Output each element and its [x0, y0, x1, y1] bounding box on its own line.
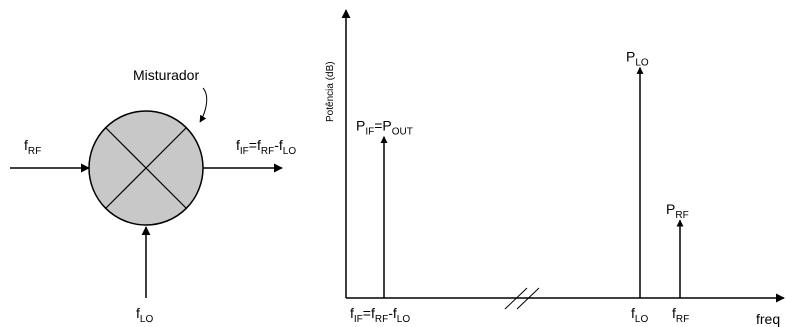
axis-break-mark-2: [516, 287, 540, 310]
y-axis-label: Potência (dB): [325, 61, 336, 122]
mixer-block: Misturador fRF fLO fIF=fRF-fLO: [10, 67, 296, 325]
mixer-label: Misturador: [133, 67, 199, 83]
lo-input-label: fLO: [136, 305, 153, 325]
x-axis-label: freq: [756, 311, 780, 327]
spectrum-plot: Potência (dB) freq PIF=POUT fIF=fRF-fLO PL…: [325, 9, 785, 327]
peak-label-rf: PRF: [666, 201, 689, 221]
mixer-cross-line-2: [105, 127, 187, 209]
peak-label-if: PIF=POUT: [356, 118, 413, 138]
peak-label-lo: PLO: [626, 49, 649, 69]
freq-label-rf: fRF: [672, 305, 689, 325]
axis-break-mark-1: [504, 287, 528, 310]
spectral-lines: PIF=POUT fIF=fRF-fLO PLO fLO PRF fRF: [350, 49, 689, 325]
rf-input-label: fRF: [24, 137, 41, 157]
freq-label-lo: fLO: [631, 305, 648, 325]
if-output-label: fIF=fRF-fLO: [236, 137, 296, 157]
mixer-label-pointer-arrow: [199, 87, 208, 123]
freq-label-if: fIF=fRF-fLO: [350, 305, 410, 325]
